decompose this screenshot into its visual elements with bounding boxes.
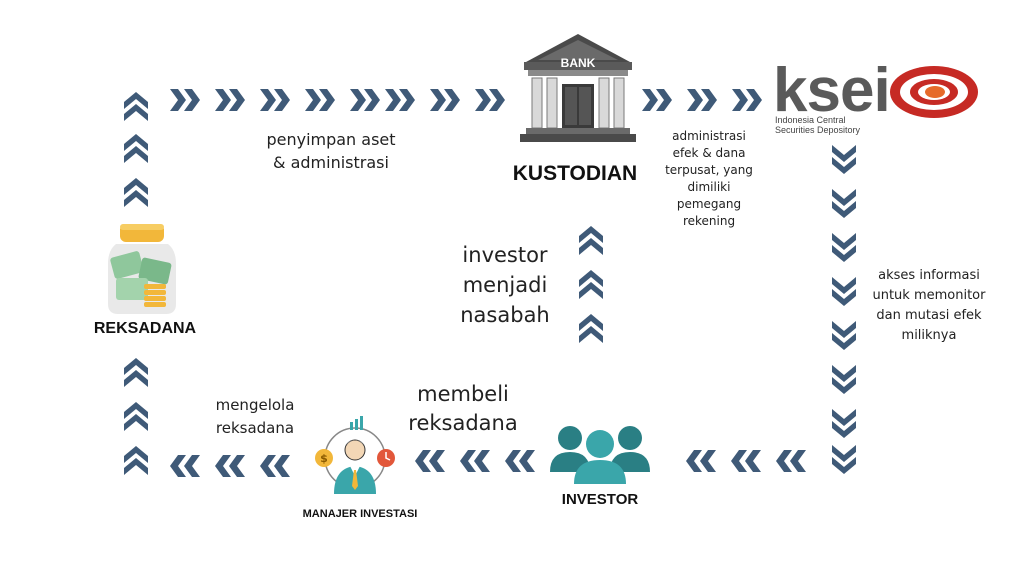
arrows-left-top (124, 92, 148, 210)
edge-label-top-right: administrasi efek & dana terpusat, yang … (665, 129, 753, 228)
chevron-down-icon (832, 145, 856, 162)
edge-label-bottom-mid: membeli reksadana (408, 382, 518, 435)
ksei-logo-mark (888, 64, 980, 120)
ksei-sub-1: Indonesia Central (775, 115, 846, 125)
arrows-bottom-mid (415, 450, 537, 472)
svg-text:$: $ (320, 452, 328, 465)
arrows-center (579, 226, 603, 346)
arrows-bottom-left (170, 455, 292, 477)
node-reksadana: REKSADANA (93, 320, 197, 337)
chevron-up-icon (124, 92, 148, 109)
bank-sign: BANK (560, 56, 596, 70)
edge-label-center: investor menjadi nasabah (460, 243, 550, 327)
arrows-right (832, 145, 856, 475)
node-investor: INVESTOR (561, 491, 639, 508)
edge-label-right: akses informasi untuk memonitor dan muta… (872, 268, 986, 343)
arrows-left-bottom (124, 358, 148, 478)
edge-label-top-left: penyimpan aset & administrasi (266, 130, 396, 172)
bank-icon (520, 32, 636, 144)
investment-manager-icon: $ (312, 414, 398, 504)
node-manajer-investasi: MANAJER INVESTASI (302, 508, 418, 520)
arrows-top-left (170, 89, 520, 111)
edge-label-bottom-left: mengelola reksadana (215, 396, 295, 437)
arrows-top-right (642, 89, 772, 111)
ksei-sub-2: Securities Depository (775, 125, 861, 135)
chevron-right-icon (170, 89, 186, 111)
arrows-bottom-right (686, 450, 806, 472)
money-jar-icon (102, 220, 182, 316)
chevron-left-icon (686, 450, 702, 472)
ksei-logo-wordmark: ksei (773, 56, 891, 125)
node-kustodian: KUSTODIAN (512, 162, 638, 185)
investor-group-icon (550, 420, 650, 486)
